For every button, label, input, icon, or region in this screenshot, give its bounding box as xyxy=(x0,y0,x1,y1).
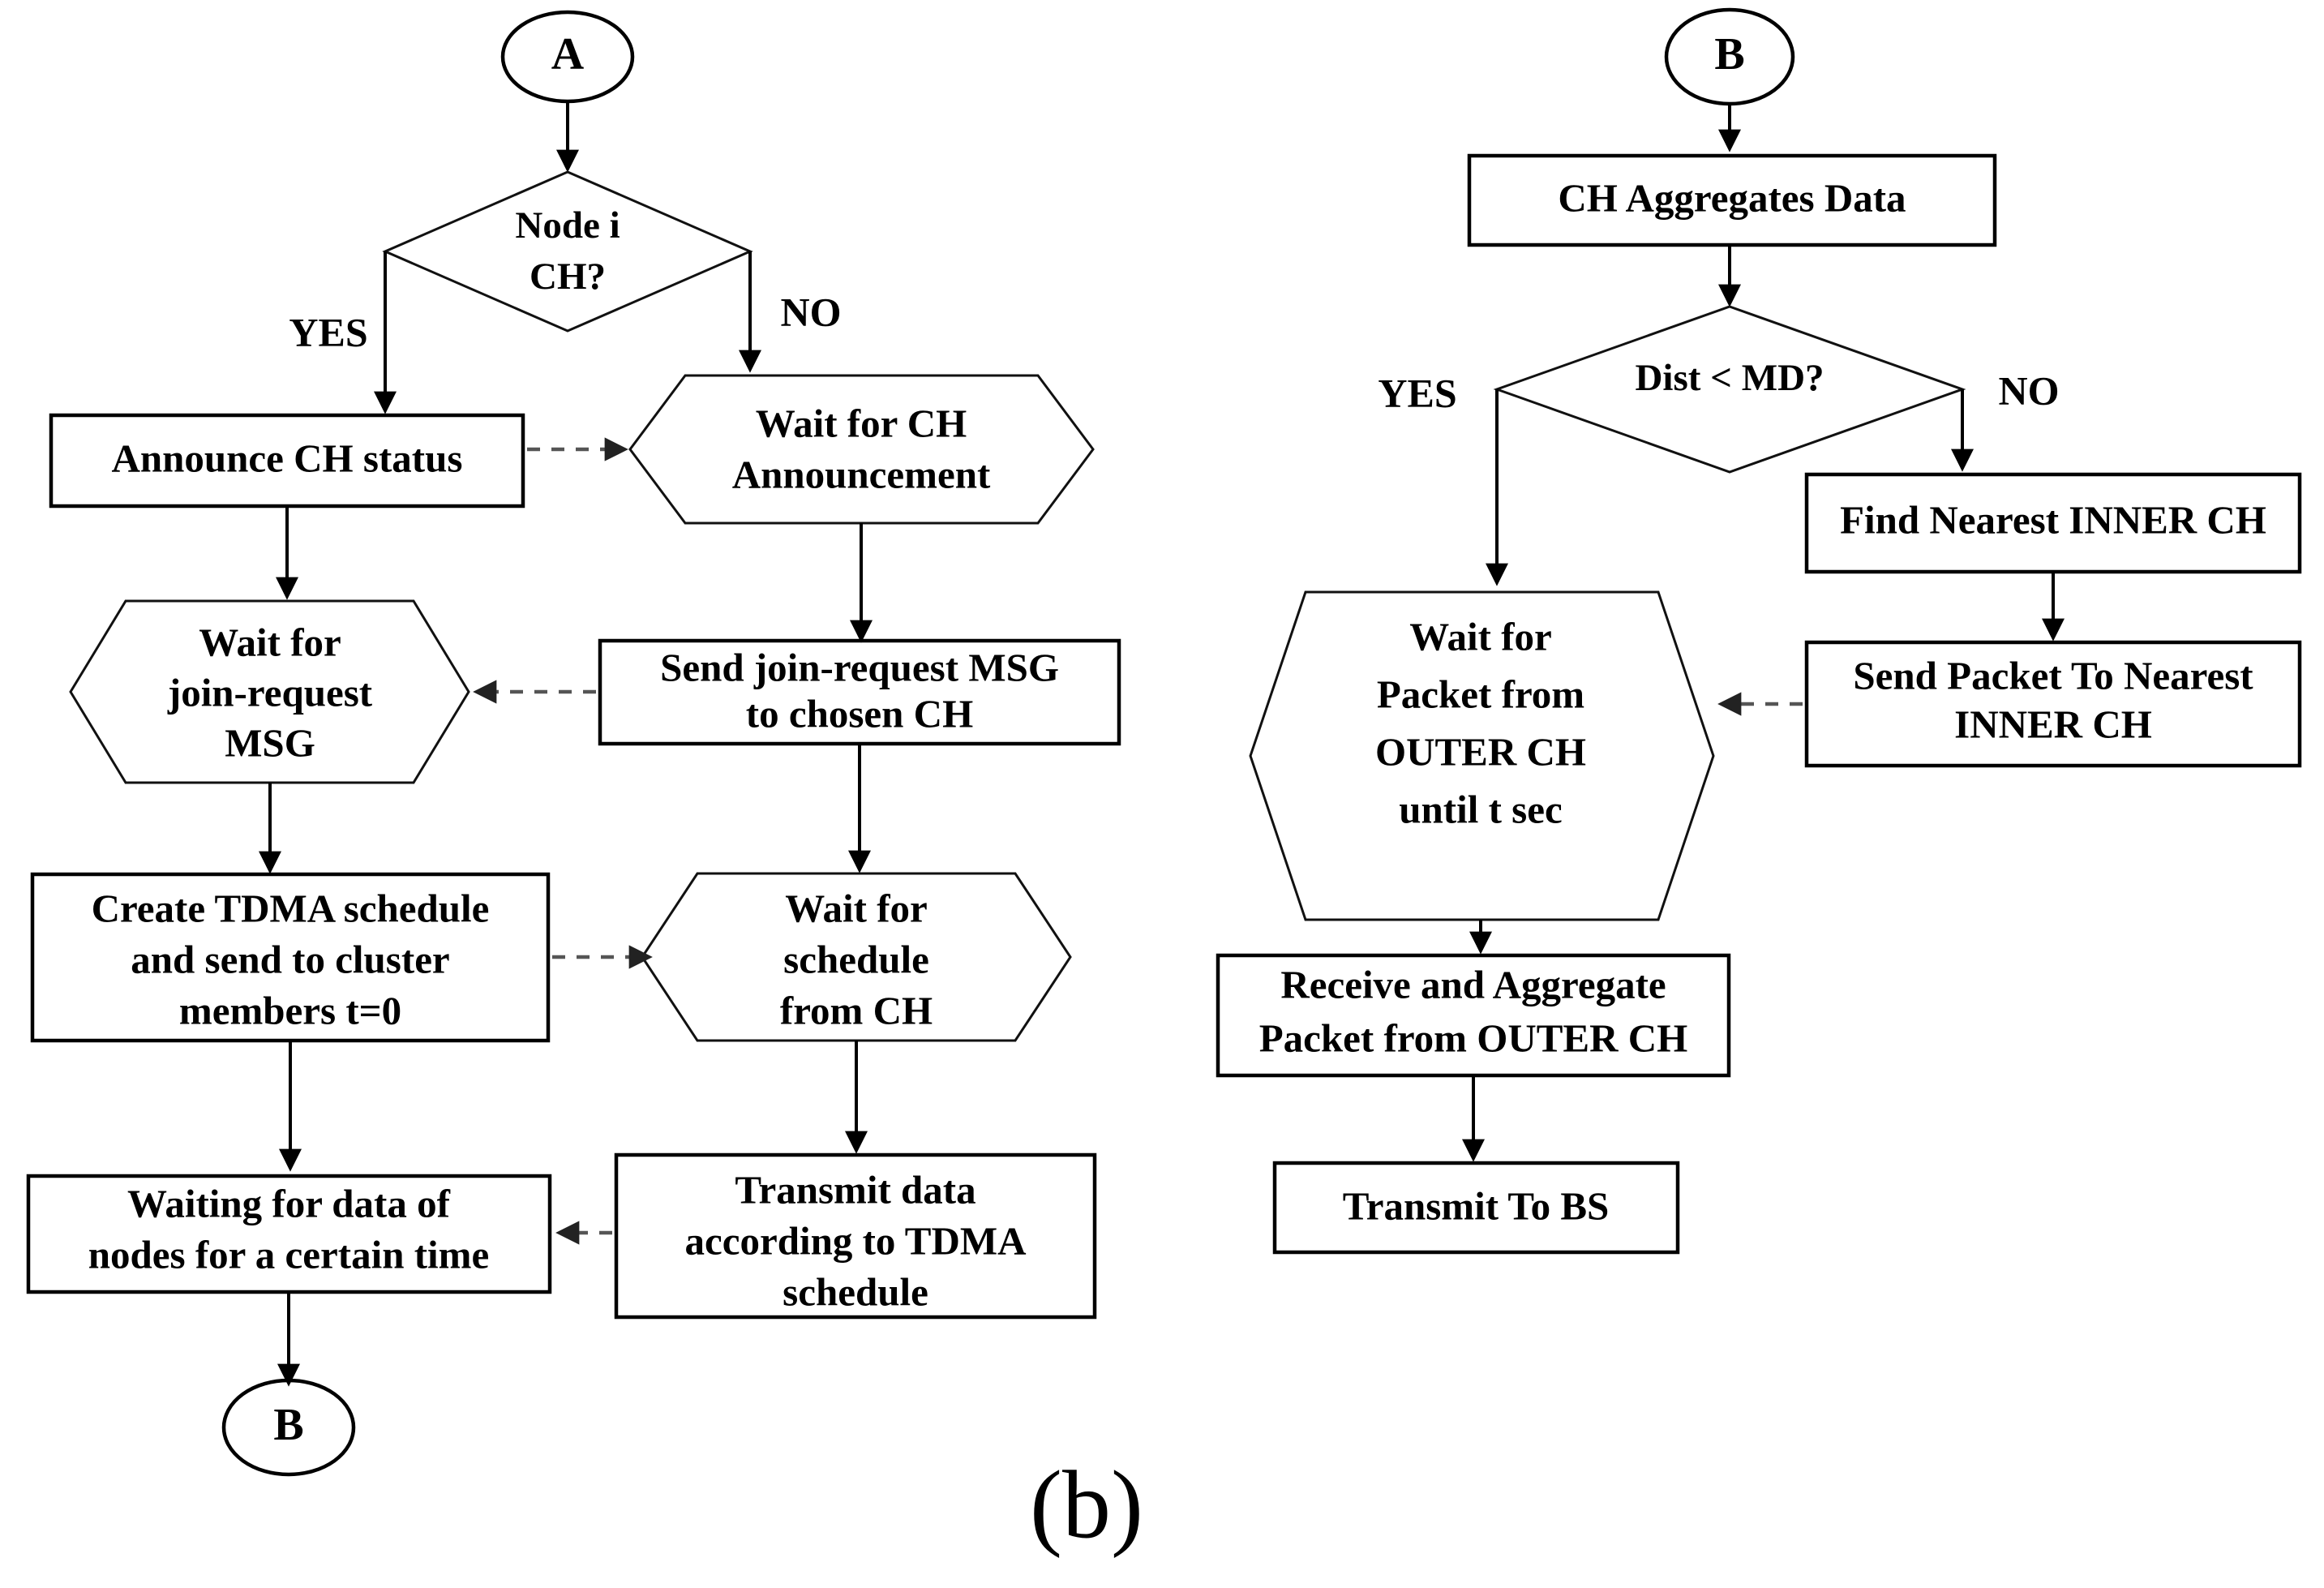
node-label-line2: INNER CH xyxy=(1954,702,2152,746)
node-create-tdma-schedule: Create TDMA schedule and send to cluster… xyxy=(30,872,551,1043)
left-decision-node-i-ch: Node i CH? xyxy=(382,170,753,333)
node-label: CH Aggregates Data xyxy=(1558,175,1906,220)
node-label-line4: until t sec xyxy=(1399,787,1562,831)
node-label-line3: from CH xyxy=(780,988,933,1032)
right-decision-dist-md: Dist < MD? xyxy=(1493,305,1966,474)
node-label-line1: Send Packet To Nearest xyxy=(1853,653,2253,697)
node-label: Find Nearest INNER CH xyxy=(1840,497,2266,542)
node-label-line2: schedule xyxy=(783,937,929,981)
decision-label: Dist < MD? xyxy=(1635,357,1824,399)
node-wait-packet-outer-ch: Wait for Packet from OUTER CH until t se… xyxy=(1249,590,1715,921)
node-label: Announce CH status xyxy=(112,436,463,480)
node-announce-ch-status: Announce CH status xyxy=(49,413,525,509)
node-label-line1: Wait for xyxy=(1409,614,1552,659)
node-label-line1: Wait for xyxy=(199,620,341,664)
node-label-line3: members t=0 xyxy=(179,988,401,1032)
node-label-line3: MSG xyxy=(225,720,315,765)
node-label-line1: Wait for CH xyxy=(756,401,967,445)
edge-label-no: NO xyxy=(781,289,842,334)
edge-label-no-right: NO xyxy=(1999,367,2060,413)
node-transmit-to-bs: Transmit To BS xyxy=(1272,1161,1680,1255)
terminator-label: A xyxy=(551,29,585,79)
node-send-join-request: Send join-request MSG to chosen CH xyxy=(598,638,1121,746)
edge-label-yes-right: YES xyxy=(1378,370,1456,415)
node-ch-aggregates-data: CH Aggregates Data xyxy=(1467,153,1997,247)
node-label-line1: Create TDMA schedule xyxy=(92,886,490,930)
figure-caption: (b) xyxy=(1030,1451,1143,1559)
terminator-label: B xyxy=(1714,29,1744,79)
node-label-line1: Send join-request MSG xyxy=(660,645,1059,689)
node-wait-ch-announcement: Wait for CH Announcement xyxy=(628,374,1095,525)
node-label-line1: Wait for xyxy=(785,886,928,930)
node-find-nearest-inner-ch: Find Nearest INNER CH xyxy=(1804,472,2302,574)
node-label-line2: Packet from OUTER CH xyxy=(1259,1015,1688,1060)
node-send-packet-nearest-inner-ch: Send Packet To Nearest INNER CH xyxy=(1804,640,2302,768)
node-label-line1: Transmit data xyxy=(735,1167,975,1212)
right-start-terminator-b: B xyxy=(1664,7,1795,106)
node-label-line2: nodes for a certain time xyxy=(88,1232,489,1277)
node-receive-aggregate-packet: Receive and Aggregate Packet from OUTER … xyxy=(1216,953,1731,1078)
decision-label-line1: Node i xyxy=(515,204,620,247)
node-wait-schedule-from-ch: Wait for schedule from CH xyxy=(641,872,1072,1042)
left-end-terminator-b: B xyxy=(221,1378,356,1477)
node-label-line2: Announcement xyxy=(732,452,991,496)
node-label-line1: Receive and Aggregate xyxy=(1280,962,1666,1006)
edge-label-yes: YES xyxy=(289,309,367,354)
node-label-line1: Waiting for data of xyxy=(127,1181,451,1225)
decision-label-line2: CH? xyxy=(530,255,606,298)
node-label-line2: join-request xyxy=(167,670,373,715)
node-label-line2: and send to cluster xyxy=(131,937,449,981)
left-start-terminator-a: A xyxy=(500,10,635,104)
node-waiting-for-data: Waiting for data of nodes for a certain … xyxy=(26,1174,552,1294)
node-label-line3: schedule xyxy=(783,1269,928,1314)
node-label: Transmit To BS xyxy=(1343,1183,1610,1228)
node-label-line2: according to TDMA xyxy=(685,1218,1027,1263)
node-wait-join-request-msg: Wait for join-request MSG xyxy=(69,599,470,784)
node-label-line2: Packet from xyxy=(1377,672,1584,716)
terminator-label: B xyxy=(273,1400,303,1450)
node-transmit-data-tdma: Transmit data according to TDMA schedule xyxy=(614,1152,1097,1320)
node-label-line2: to chosen CH xyxy=(746,691,973,736)
node-label-line3: OUTER CH xyxy=(1375,729,1586,774)
